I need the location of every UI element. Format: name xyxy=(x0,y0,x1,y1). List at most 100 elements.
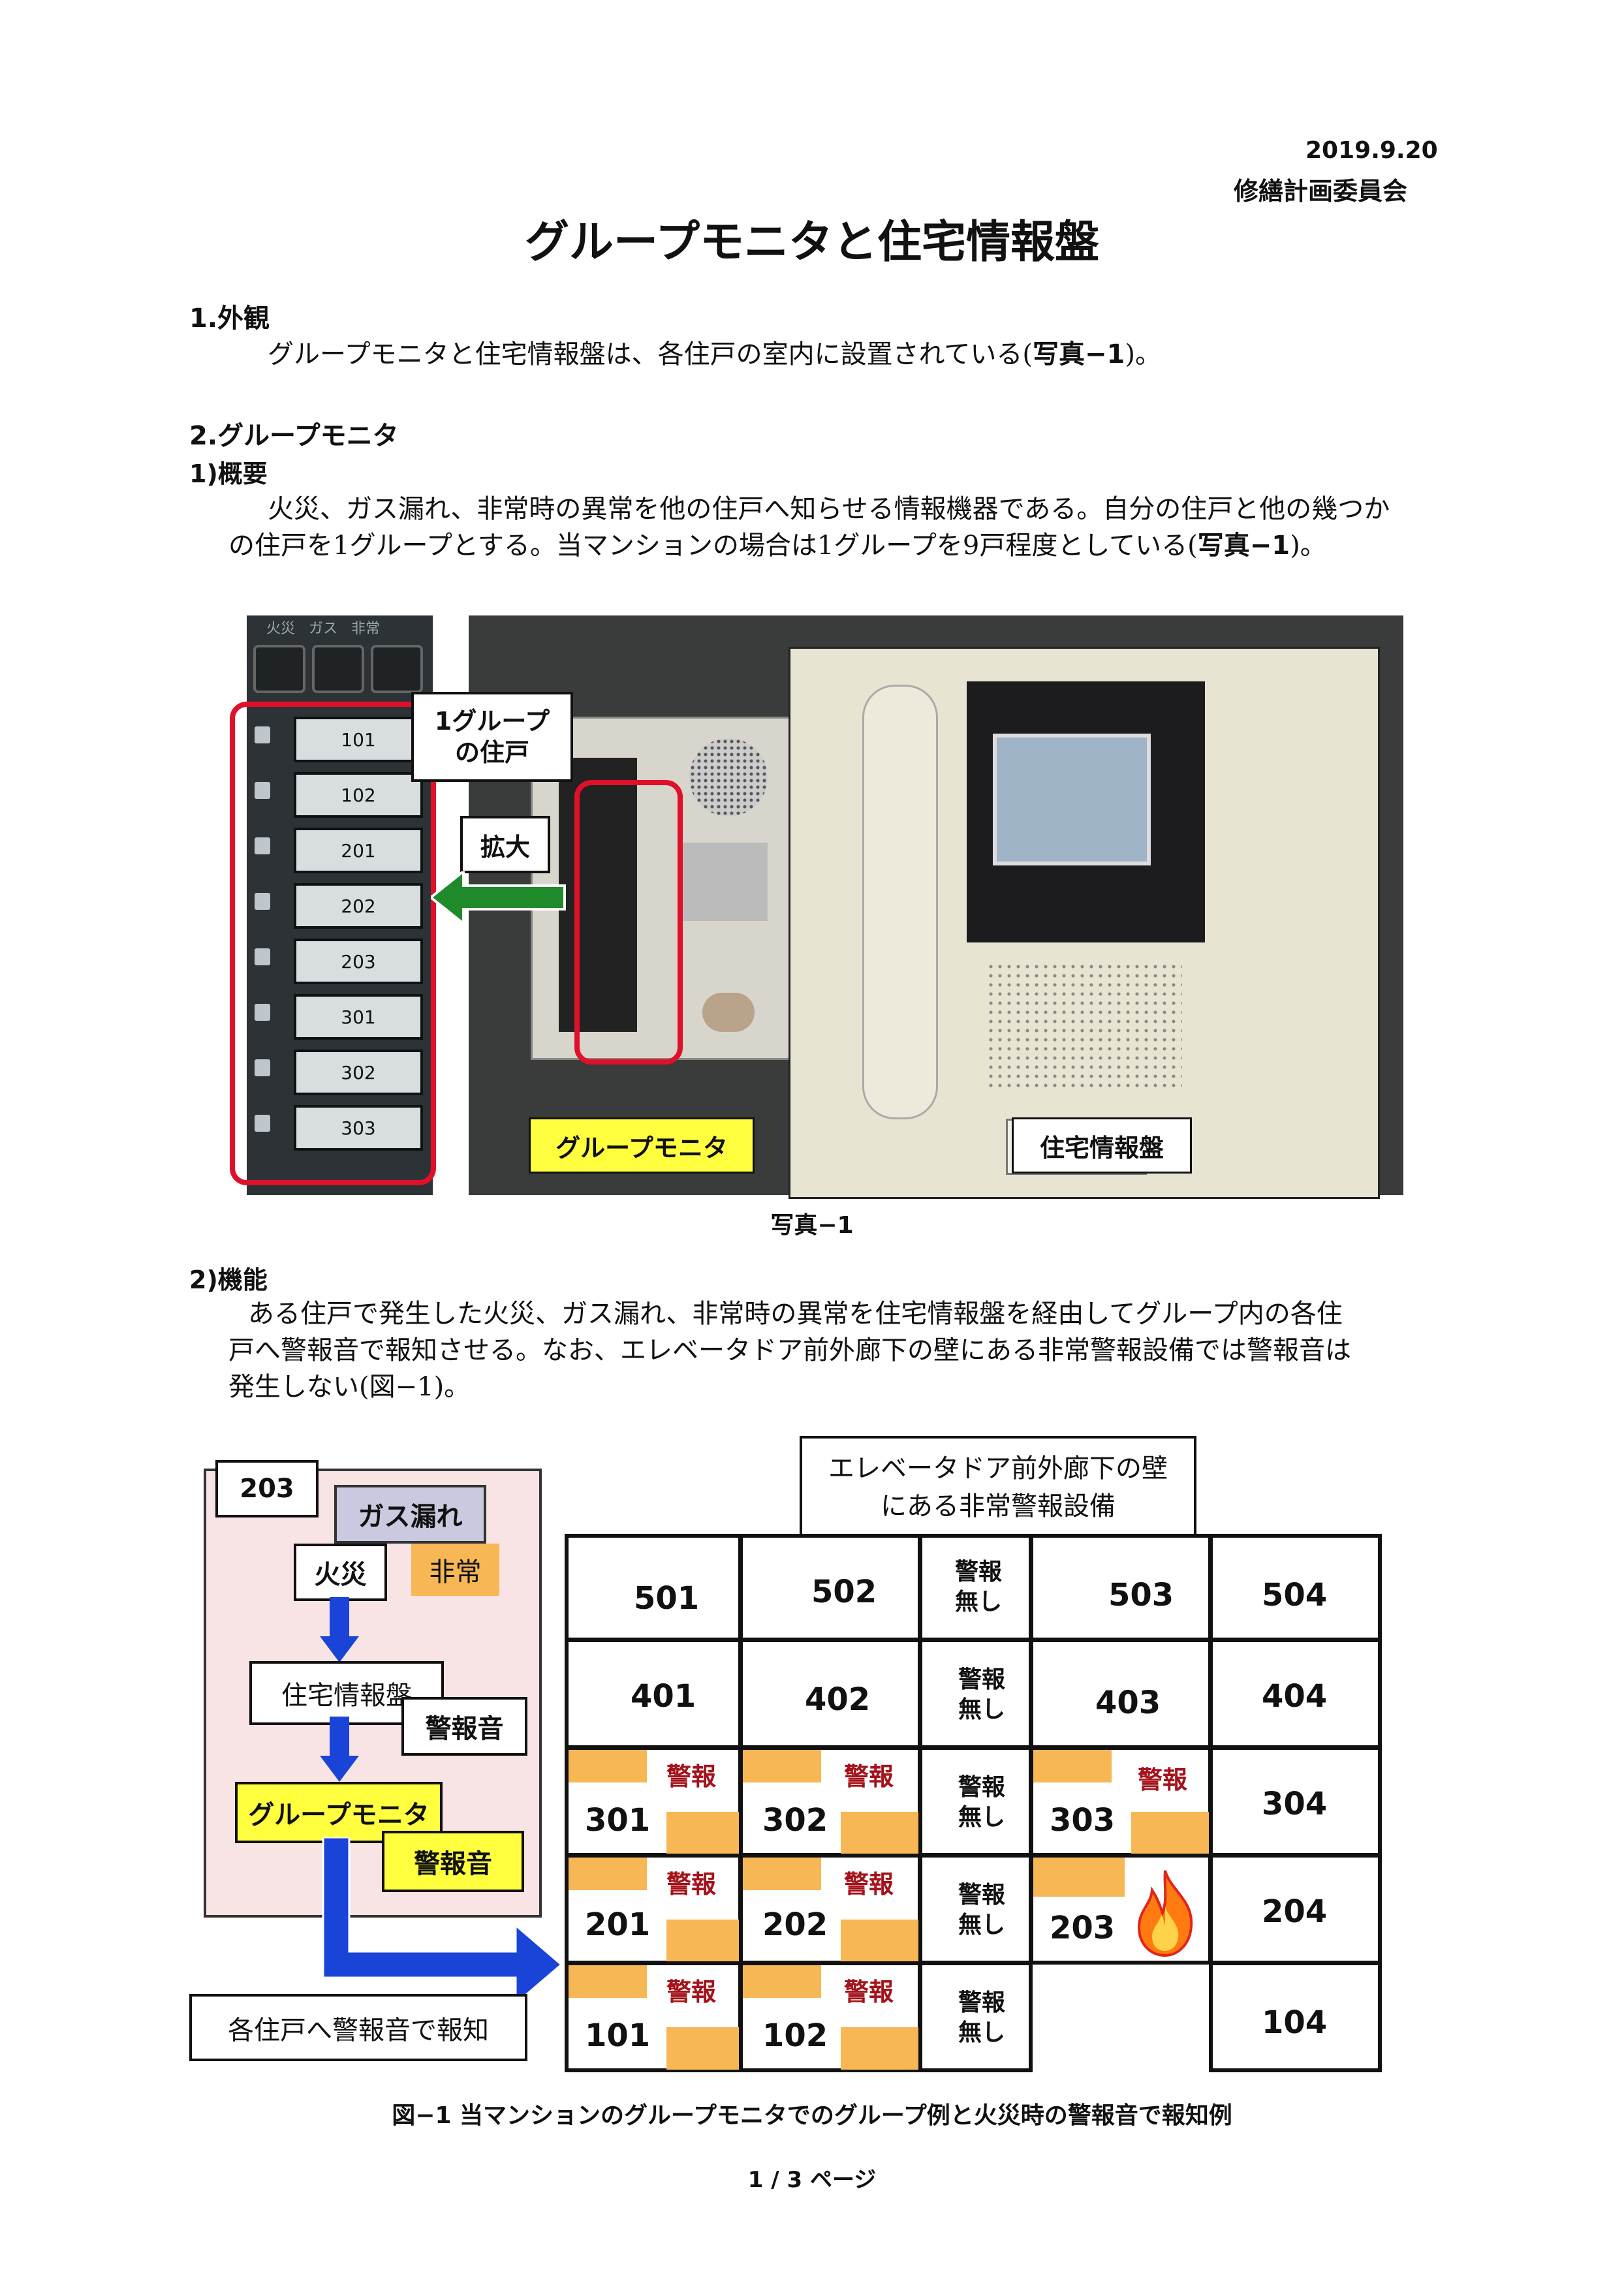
info-panel-speaker xyxy=(986,962,1182,1093)
info-panel-box: 住宅情報盤 xyxy=(249,1661,444,1725)
alarm-label: 警報 xyxy=(1138,1766,1188,1794)
unit-number: 304 xyxy=(1262,1786,1328,1822)
photo-top-label-gas: ガス xyxy=(309,621,338,637)
callout-one-group-line1: 1グループ xyxy=(434,707,550,736)
unit-number: 404 xyxy=(1262,1678,1328,1715)
unit-label-303: 303 xyxy=(294,1105,423,1151)
group-monitor-closeup-photo: 火災 ガス 非常 101 102 201 202 203 301 302 303 xyxy=(247,615,433,1195)
alarm-label: 警報 xyxy=(666,1978,717,2006)
no-alarm-line1: 警報 xyxy=(955,1559,1003,1585)
alarm-highlight xyxy=(743,1750,821,1782)
unit-cell-504: 504 xyxy=(1209,1534,1382,1641)
unit-cell-303: 警報 303 xyxy=(1029,1746,1212,1857)
unit-label-301: 301 xyxy=(294,994,423,1040)
label-group-monitor: グループモニタ xyxy=(529,1117,755,1174)
zoom-arrow-icon xyxy=(431,871,566,924)
no-alarm-line1: 警報 xyxy=(958,1666,1006,1693)
subsection-function: 2)機能 xyxy=(189,1266,268,1294)
unit-label-201: 201 xyxy=(294,828,423,873)
fire-icon xyxy=(1137,1870,1193,1957)
alarm-highlight xyxy=(569,1965,647,1998)
no-alarm-label: 警報無し xyxy=(958,1988,1005,2048)
reset-button xyxy=(702,993,755,1032)
subsection-overview: 1)概要 xyxy=(189,459,268,488)
figure-caption: 図−1 当マンションのグループモニタでのグループ例と火災時の警報音で報知例 xyxy=(392,2102,1232,2129)
unit-number: 201 xyxy=(585,1906,651,1943)
committee-name: 修繕計画委員会 xyxy=(1234,177,1408,206)
alarm-label: 警報 xyxy=(844,1870,894,1899)
no-alarm-label: 警報無し xyxy=(958,1773,1005,1833)
alarm-highlight xyxy=(569,1858,647,1890)
photo-caption: 写真−1 xyxy=(770,1212,854,1239)
unit-number: 104 xyxy=(1262,2004,1328,2041)
function-line-3: 発生しない(図−1)。 xyxy=(228,1372,471,1402)
overview-ref: 写真−1 xyxy=(1197,531,1290,561)
elevator-cell-1: 警報無し xyxy=(918,1961,1033,2072)
alarm-highlight xyxy=(1033,1858,1125,1897)
no-alarm-line2: 無し xyxy=(955,1589,1003,1615)
unit-number: 302 xyxy=(762,1802,828,1839)
unit-number: 202 xyxy=(762,1906,828,1943)
info-panel-device-frame xyxy=(789,647,1380,1199)
alarm-highlight xyxy=(1131,1812,1210,1854)
alarm-highlight xyxy=(743,1965,821,1998)
alarm-sound-box-1: 警報音 xyxy=(401,1697,527,1756)
page-number: 1 / 3 ページ xyxy=(747,2167,877,2193)
unit-indicator xyxy=(255,1115,270,1132)
unit-number: 402 xyxy=(805,1681,871,1718)
photo-top-label-emergency: 非常 xyxy=(351,621,381,637)
notify-each-unit-box: 各住戸へ警報音で報知 xyxy=(189,1994,527,2061)
group-monitor-highlight-frame xyxy=(574,780,683,1065)
alarm-sound-box-2: 警報音 xyxy=(382,1831,524,1892)
elevator-alarm-line2: にある非常警報設備 xyxy=(881,1491,1116,1521)
emergency-button xyxy=(371,645,423,693)
alarm-label: 警報 xyxy=(666,1870,717,1899)
alarm-highlight xyxy=(841,1920,919,1962)
alarm-highlight xyxy=(743,1858,821,1890)
label-info-panel: 住宅情報盤 xyxy=(1012,1117,1192,1174)
alarm-highlight xyxy=(666,1812,742,1854)
unit-indicator xyxy=(255,948,270,965)
section1-ref: 写真−1 xyxy=(1033,339,1125,369)
unit-label-102: 102 xyxy=(294,772,423,818)
speaker-grille xyxy=(689,738,768,817)
callout-one-group-units: 1グループの住戸 xyxy=(411,692,573,782)
unit-cell-203-fire: 203 xyxy=(1029,1854,1212,1965)
unit-label-101: 101 xyxy=(294,717,423,762)
section1-text-end: )。 xyxy=(1125,339,1161,369)
no-alarm-line1: 警報 xyxy=(958,1882,1006,1908)
no-alarm-line2: 無し xyxy=(958,1696,1006,1723)
alarm-highlight xyxy=(666,2027,742,2070)
no-alarm-line1: 警報 xyxy=(958,1989,1006,2016)
unit-number: 401 xyxy=(631,1678,696,1715)
section-heading-appearance: 1.外観 xyxy=(189,303,270,334)
no-alarm-label: 警報無し xyxy=(955,1557,1002,1617)
unit-indicator xyxy=(255,893,270,910)
unit-cell-503: 503 xyxy=(1029,1534,1212,1641)
elevator-alarm-label: エレベータドア前外廊下の壁にある非常警報設備 xyxy=(800,1436,1196,1539)
overview-line-2-text: の住戸を1グループとする。当マンションの場合は1グループを9戸程度としている( xyxy=(228,531,1198,561)
no-alarm-line2: 無し xyxy=(958,1804,1006,1831)
monitor-screen xyxy=(993,734,1151,865)
mic-panel xyxy=(683,843,768,921)
emergency-box: 非常 xyxy=(411,1544,499,1596)
elevator-cell-4: 警報無し xyxy=(918,1638,1033,1749)
equipment-photo xyxy=(469,615,1403,1199)
unit-cell-404: 404 xyxy=(1209,1638,1382,1749)
unit-cell-301: 警報 301 xyxy=(565,1746,742,1857)
unit-number: 403 xyxy=(1095,1685,1161,1721)
unit-cell-204: 204 xyxy=(1209,1854,1382,1965)
unit-cell-403: 403 xyxy=(1029,1638,1212,1749)
unit-label-203: 203 xyxy=(294,939,423,984)
photo-top-labels: 火災 ガス 非常 xyxy=(266,617,380,638)
function-line-1: ある住戸で発生した火災、ガス漏れ、非常時の異常を住宅情報盤を経由してグループ内の… xyxy=(248,1299,1343,1329)
unit-cell-202: 警報 202 xyxy=(739,1854,922,1965)
elevator-cell-2: 警報無し xyxy=(918,1854,1033,1965)
unit-cell-304: 304 xyxy=(1209,1746,1382,1857)
alarm-label: 警報 xyxy=(844,1762,894,1791)
unit-number: 204 xyxy=(1262,1893,1328,1930)
gas-button xyxy=(312,645,364,693)
unit-button-column xyxy=(559,758,637,1032)
unit-number: 503 xyxy=(1108,1577,1174,1613)
unit-cell-101: 警報 101 xyxy=(565,1961,742,2072)
